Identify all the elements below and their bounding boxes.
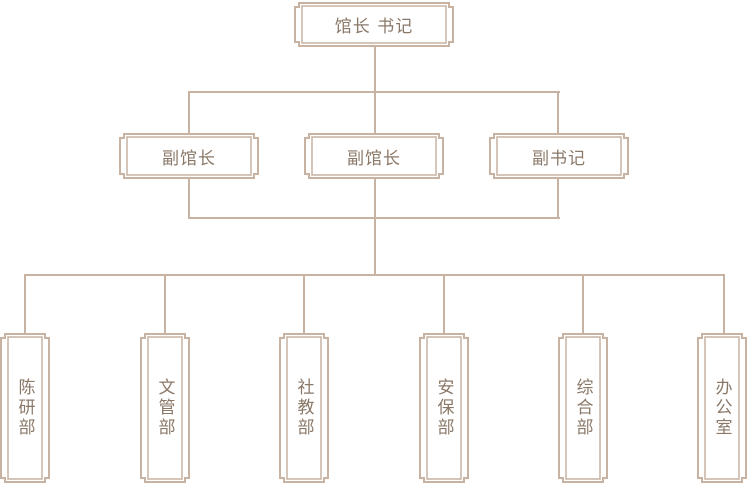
node-frame <box>558 333 608 483</box>
node-department-4: 安保部 <box>419 333 469 483</box>
node-frame <box>294 2 454 47</box>
node-deputy-3: 副书记 <box>489 133 629 179</box>
node-department-3: 社教部 <box>279 333 329 483</box>
node-department-6-label: 办公室 <box>711 378 732 438</box>
node-deputy-1-label: 副馆长 <box>162 148 216 169</box>
node-deputy-3-label: 副书记 <box>532 148 586 169</box>
node-frame <box>279 333 329 483</box>
node-frame <box>0 333 50 483</box>
node-frame <box>697 333 747 483</box>
node-frame <box>489 133 629 179</box>
node-deputy-1: 副馆长 <box>119 133 259 179</box>
node-department-5-label: 综合部 <box>572 378 593 438</box>
node-director: 馆长 书记 <box>294 2 454 47</box>
node-department-1-label: 陈研部 <box>14 378 35 438</box>
node-frame <box>140 333 190 483</box>
node-frame <box>304 133 444 179</box>
node-deputy-2: 副馆长 <box>304 133 444 179</box>
node-deputy-2-label: 副馆长 <box>347 148 401 169</box>
node-department-3-label: 社教部 <box>293 378 314 438</box>
node-department-5: 综合部 <box>558 333 608 483</box>
node-department-1: 陈研部 <box>0 333 50 483</box>
node-department-4-label: 安保部 <box>433 378 454 438</box>
node-director-label: 馆长 书记 <box>334 17 414 37</box>
node-department-6: 办公室 <box>697 333 747 483</box>
node-department-2-label: 文管部 <box>154 378 175 438</box>
node-frame <box>119 133 259 179</box>
node-frame <box>419 333 469 483</box>
node-department-2: 文管部 <box>140 333 190 483</box>
